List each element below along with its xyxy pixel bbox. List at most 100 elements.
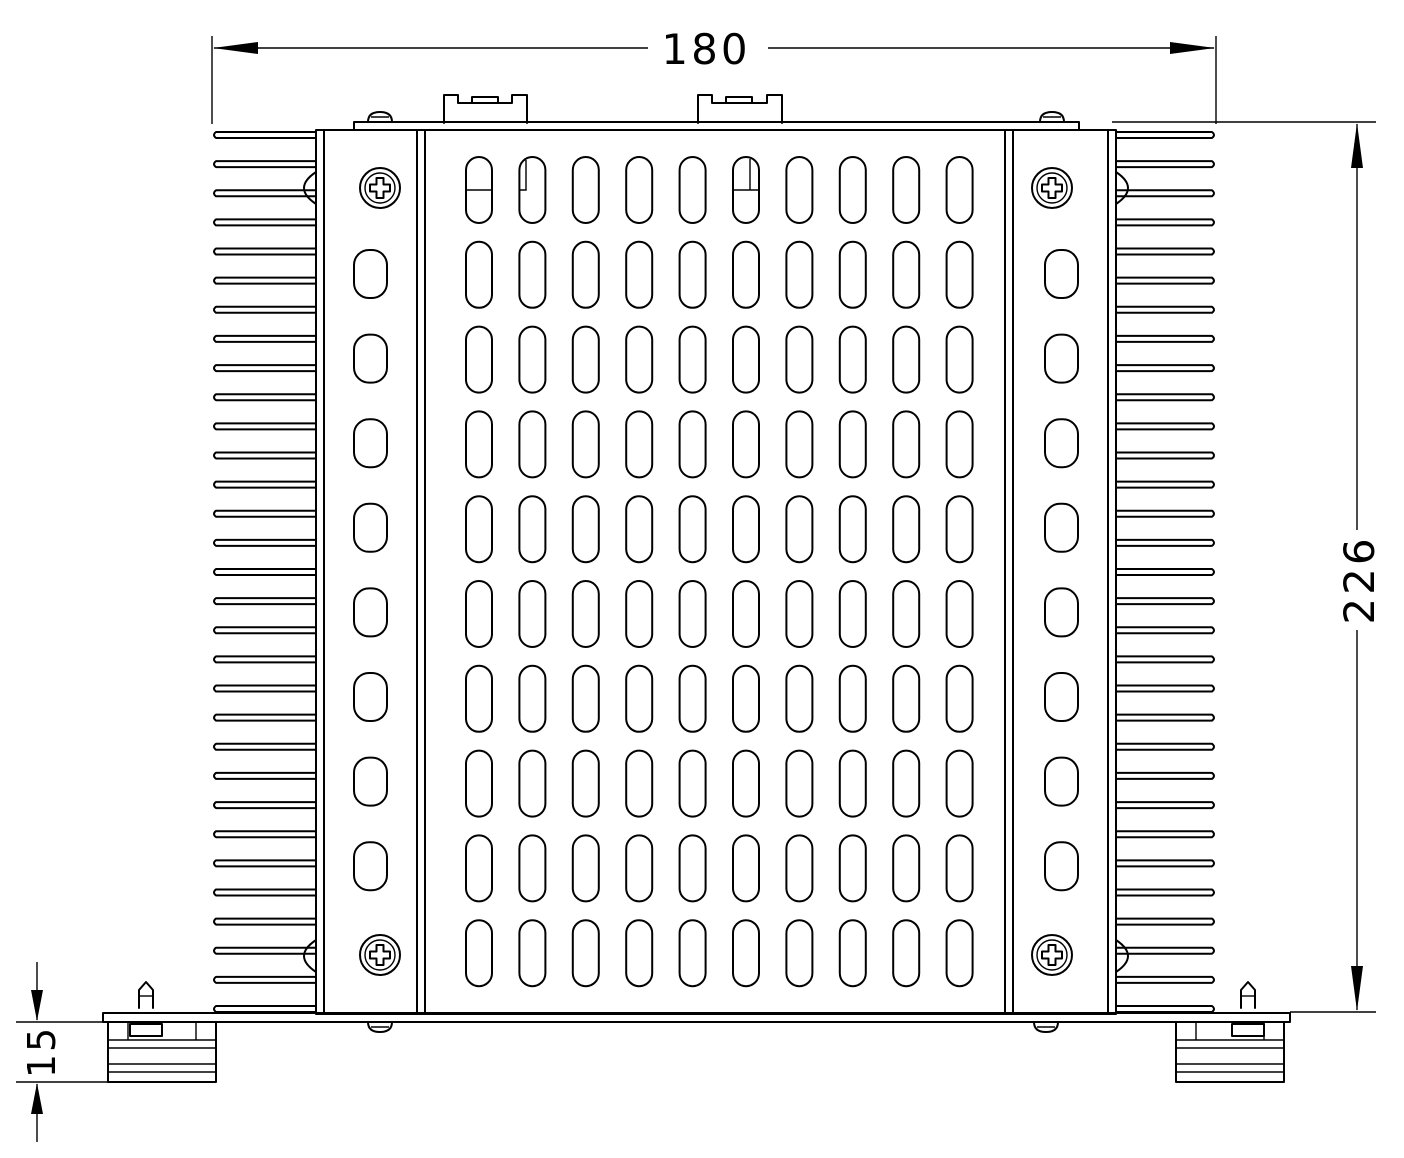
side-mounting-hole-right [1044, 502, 1079, 553]
side-mounting-hole-left [353, 502, 388, 553]
heatsink-fin [1115, 160, 1215, 169]
vent-slot [571, 834, 600, 903]
vent-slots [465, 156, 974, 988]
vent-slot [945, 580, 974, 648]
top-screw-head-right [1039, 111, 1065, 123]
vent-slot [945, 749, 974, 818]
heatsink-fin [1115, 480, 1215, 489]
heatsink-fin [213, 480, 317, 489]
heatsink-fin [213, 801, 317, 810]
vent-slot [518, 834, 547, 903]
heatsink-fin [1115, 771, 1215, 780]
side-mounting-hole-left [353, 756, 388, 807]
heatsink-fin [213, 568, 317, 576]
heatsink-fin [213, 1005, 317, 1013]
vent-slot [678, 919, 707, 988]
vent-slot [678, 834, 707, 903]
heatsink-fin [1115, 888, 1215, 897]
heatsink-fin [1115, 597, 1215, 606]
heatsink-fin [1115, 655, 1215, 664]
dimension-height-label: 226 [1335, 535, 1384, 624]
vent-slot [518, 749, 547, 818]
vent-slot [465, 580, 493, 648]
vent-slot [518, 580, 547, 648]
vent-slot [838, 410, 867, 479]
vent-slot [518, 410, 547, 479]
heatsink-fin [213, 684, 317, 693]
vent-slot [571, 240, 600, 309]
vent-slot [625, 325, 654, 394]
side-mounting-hole-right [1044, 841, 1079, 892]
vent-slot [892, 919, 921, 988]
phillips-screw-icon [1031, 167, 1073, 209]
vent-slot [518, 325, 547, 394]
vent-slot [838, 156, 867, 224]
slot-detail [519, 160, 527, 191]
vent-slot [732, 410, 760, 479]
vent-slot [892, 156, 921, 224]
side-mounting-hole-right [1044, 418, 1079, 469]
vent-slot [838, 919, 867, 988]
vent-slot [785, 240, 814, 309]
heatsink-fin [213, 771, 317, 780]
heatsink-fin [213, 830, 317, 839]
vent-slot [892, 240, 921, 309]
vent-slot [625, 664, 654, 733]
right-outer-rail [1107, 129, 1117, 1015]
heatsink-fin [1115, 451, 1215, 460]
vent-slot [892, 749, 921, 818]
vent-slot [732, 240, 760, 309]
side-holes [353, 249, 1079, 892]
vent-slot [625, 240, 654, 309]
vent-slot [732, 325, 760, 394]
heatsink-fin [1115, 1005, 1215, 1013]
vent-slot [571, 410, 600, 479]
vent-slot [465, 325, 493, 394]
vent-slot [838, 834, 867, 903]
vent-slot [678, 495, 707, 564]
vent-slot [892, 664, 921, 733]
side-mounting-hole-right [1044, 672, 1079, 722]
vent-slot [625, 749, 654, 818]
side-mounting-hole-right [1044, 756, 1079, 807]
heatsink-fin [1115, 364, 1215, 373]
vent-slot [571, 156, 600, 224]
vent-slot [838, 664, 867, 733]
rail-clip-left-bottom [303, 939, 317, 973]
dimension-foot: 15 [16, 962, 108, 1142]
vent-slot [838, 580, 867, 648]
vent-slot [732, 495, 760, 564]
vent-panel-inner [424, 129, 1006, 1015]
side-mounting-hole-left [353, 841, 388, 892]
vent-slot [625, 156, 654, 224]
standoff-pin-icon [1231, 981, 1265, 1037]
terminal-clip-icon [697, 94, 783, 124]
vent-slot [465, 834, 493, 903]
rail-clip-left-top [303, 171, 317, 205]
side-mounting-hole-left [353, 333, 388, 384]
heatsink-fin [1115, 830, 1215, 839]
side-mounting-hole-left [353, 418, 388, 469]
vent-slot [465, 410, 493, 479]
vent-slot [465, 495, 493, 564]
left-outer-rail [315, 129, 325, 1015]
vent-slot [678, 749, 707, 818]
heatsink-fin [213, 334, 317, 343]
vent-slot [732, 580, 760, 648]
rail-clip-right-bottom [1115, 939, 1129, 973]
heatsink-fin [1115, 509, 1215, 518]
vent-slot [518, 919, 547, 988]
heatsink-fin [213, 393, 317, 402]
heatsink-fin [213, 713, 317, 722]
heatsink-fin [213, 859, 317, 868]
heatsink-fin [1115, 538, 1215, 547]
heatsink-fin [213, 917, 317, 926]
right-mounting-panel [1012, 129, 1109, 1015]
heatsink-fin [213, 218, 317, 227]
heatsink-fin [213, 742, 317, 751]
vent-slot [945, 240, 974, 309]
heatsink-fin [213, 247, 317, 256]
heatsink-fin [213, 189, 317, 198]
heatsink-fin [213, 160, 317, 169]
